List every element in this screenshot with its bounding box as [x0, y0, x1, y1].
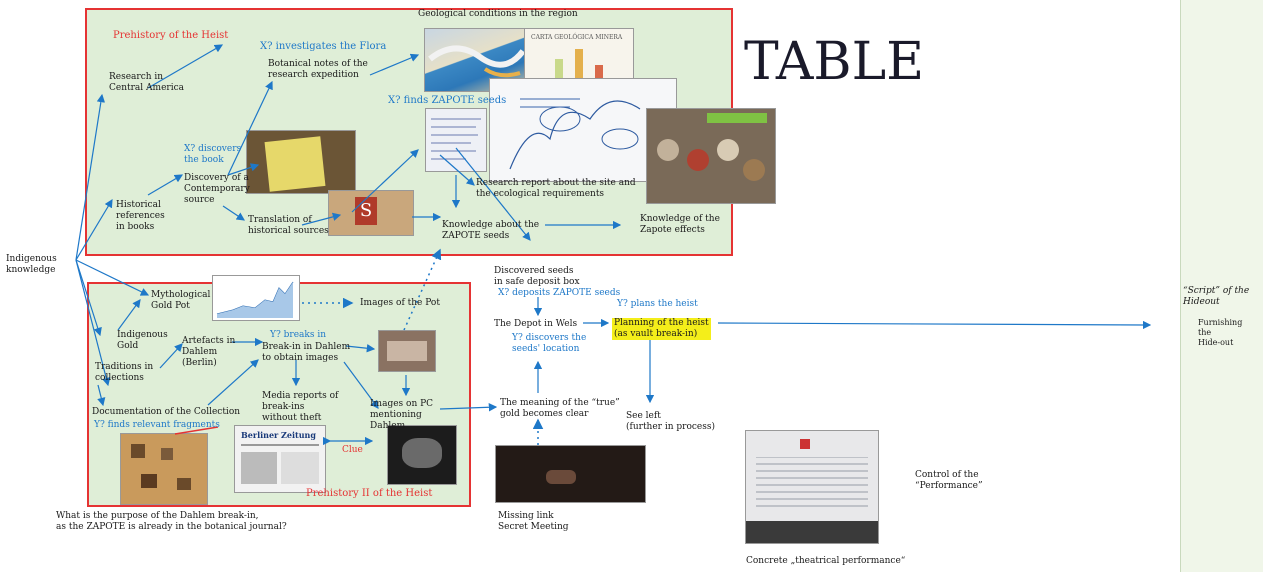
map-label: CARTA GEOLÓGICA MINERA: [531, 34, 623, 41]
node-depot-wels: The Depot in Wels: [494, 319, 578, 329]
seed-tray-photo: [646, 108, 776, 204]
node-images-pot: Images of the Pot: [360, 298, 440, 308]
gold-price-chart-photo: [212, 275, 300, 321]
node-x-zapote: X? finds ZAPOTE seeds: [388, 95, 507, 106]
node-clue: Clue: [342, 445, 363, 455]
node-y-plans: Y? plans the heist: [617, 299, 698, 309]
side-panel: [1180, 0, 1263, 572]
handwritten-notes-photo: [425, 108, 487, 172]
node-y-fragments: Y? finds relevant fragments: [94, 420, 220, 430]
node-documentation: Documentation of the Collection: [92, 407, 241, 417]
secret-meeting-photo: [495, 445, 646, 503]
question-text: What is the purpose of the Dahlem break-…: [56, 511, 287, 532]
artefact-fragments-photo: [120, 433, 208, 505]
old-book-photo: S: [328, 190, 414, 236]
sticky-note-photo: [246, 130, 356, 194]
node-x-flora: X? investigates the Flora: [260, 41, 387, 52]
newspaper-photo: Berliner Zeitung: [234, 425, 326, 493]
botanical-sketch-photo: [489, 78, 677, 182]
node-x-deposits: X? deposits ZAPOTE seeds: [498, 288, 621, 298]
panel-title-prehistory-2: Prehistory II of the Heist: [306, 488, 433, 499]
vault-photo: [378, 330, 436, 372]
node-see-left: See left(further in process): [626, 411, 715, 432]
node-geological: Geological conditions in the region: [418, 9, 578, 19]
panel-title-prehistory-1: Prehistory of the Heist: [113, 30, 229, 41]
plant-sketch-icon: [509, 98, 641, 170]
page-title: TABLE: [744, 32, 925, 92]
performance-screen-photo: [745, 430, 879, 544]
node-control-performance: Control of the“Performance”: [915, 470, 983, 491]
map-icon: [428, 45, 525, 78]
node-y-breaks-in: Y? breaks in: [270, 330, 326, 340]
node-planning-heist: Planning of the heist(as vault break-in): [612, 318, 711, 340]
node-meaning-gold: The meaning of the “true”gold becomes cl…: [500, 398, 620, 419]
node-concrete-performance: Concrete „theatrical performance“: [746, 556, 906, 566]
price-chart-icon: [216, 281, 294, 318]
computer-screen-photo: [387, 425, 457, 485]
newspaper-masthead: Berliner Zeitung: [241, 430, 316, 440]
